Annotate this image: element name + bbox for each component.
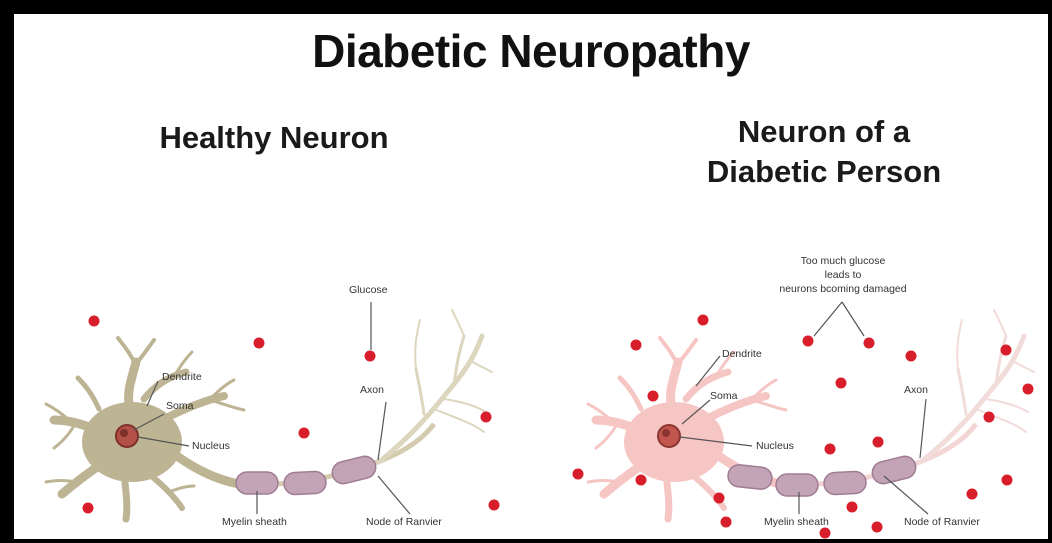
glucose-dot bbox=[365, 351, 376, 362]
healthy-glucose-label: Glucose bbox=[349, 284, 388, 296]
diabetic-neuron-heading: Neuron of a Diabetic Person bbox=[654, 112, 994, 192]
glucose-dot bbox=[984, 412, 995, 423]
diabetic-myelin bbox=[727, 454, 918, 496]
page-title: Diabetic Neuropathy bbox=[14, 24, 1048, 78]
healthy-nucleus-label: Nucleus bbox=[192, 440, 230, 452]
diabetic-heading-line1: Neuron of a bbox=[654, 112, 994, 152]
glucose-dot bbox=[573, 469, 584, 480]
healthy-axon-label: Axon bbox=[360, 384, 384, 396]
glucose-dot bbox=[83, 503, 94, 514]
glucose-dot bbox=[906, 351, 917, 362]
diabetic-nucleus-label: Nucleus bbox=[756, 440, 794, 452]
diabetic-myelin-label: Myelin sheath bbox=[764, 516, 829, 528]
glucose-dot bbox=[89, 316, 100, 327]
glucose-dot bbox=[1023, 384, 1034, 395]
glucose-dot bbox=[714, 493, 725, 504]
glucose-dot bbox=[631, 340, 642, 351]
glucose-dot bbox=[825, 444, 836, 455]
annotation-line1: Too much glucose bbox=[756, 254, 930, 268]
healthy-neuron-heading: Healthy Neuron bbox=[109, 118, 439, 158]
glucose-dot bbox=[803, 336, 814, 347]
annotation-line2: leads to bbox=[756, 268, 930, 282]
glucose-dot bbox=[872, 522, 883, 533]
glucose-dot bbox=[636, 475, 647, 486]
glucose-dots bbox=[83, 315, 1034, 539]
healthy-soma-label: Soma bbox=[166, 400, 193, 412]
annotation-line3: neurons bcoming damaged bbox=[756, 282, 930, 296]
diabetic-node-label: Node of Ranvier bbox=[904, 516, 980, 528]
glucose-dot bbox=[1001, 345, 1012, 356]
diabetic-axon-terminals bbox=[921, 310, 1034, 462]
diabetic-soma-label: Soma bbox=[710, 390, 737, 402]
glucose-dot bbox=[254, 338, 265, 349]
glucose-dot bbox=[648, 391, 659, 402]
glucose-dot bbox=[864, 338, 875, 349]
healthy-axon-terminals bbox=[379, 310, 492, 462]
glucose-dot bbox=[820, 528, 831, 539]
glucose-dot bbox=[489, 500, 500, 511]
diabetic-dendrite-label: Dendrite bbox=[722, 348, 762, 360]
diabetic-annotation: Too much glucose leads to neurons bcomin… bbox=[756, 254, 930, 296]
healthy-myelin-label: Myelin sheath bbox=[222, 516, 287, 528]
glucose-dot bbox=[299, 428, 310, 439]
healthy-node-label: Node of Ranvier bbox=[366, 516, 442, 528]
glucose-dot bbox=[1002, 475, 1013, 486]
glucose-dot bbox=[847, 502, 858, 513]
healthy-dendrite-label: Dendrite bbox=[162, 371, 202, 383]
glucose-dot bbox=[967, 489, 978, 500]
glucose-dot bbox=[721, 517, 732, 528]
healthy-myelin bbox=[236, 454, 378, 495]
diagram-canvas: Diabetic Neuropathy Healthy Neuron Neuro… bbox=[14, 14, 1048, 539]
glucose-dot bbox=[481, 412, 492, 423]
glucose-dot bbox=[873, 437, 884, 448]
diabetic-axon-label: Axon bbox=[904, 384, 928, 396]
glucose-dot bbox=[836, 378, 847, 389]
glucose-dot bbox=[698, 315, 709, 326]
diabetic-heading-line2: Diabetic Person bbox=[654, 152, 994, 192]
healthy-neuron bbox=[46, 310, 492, 519]
